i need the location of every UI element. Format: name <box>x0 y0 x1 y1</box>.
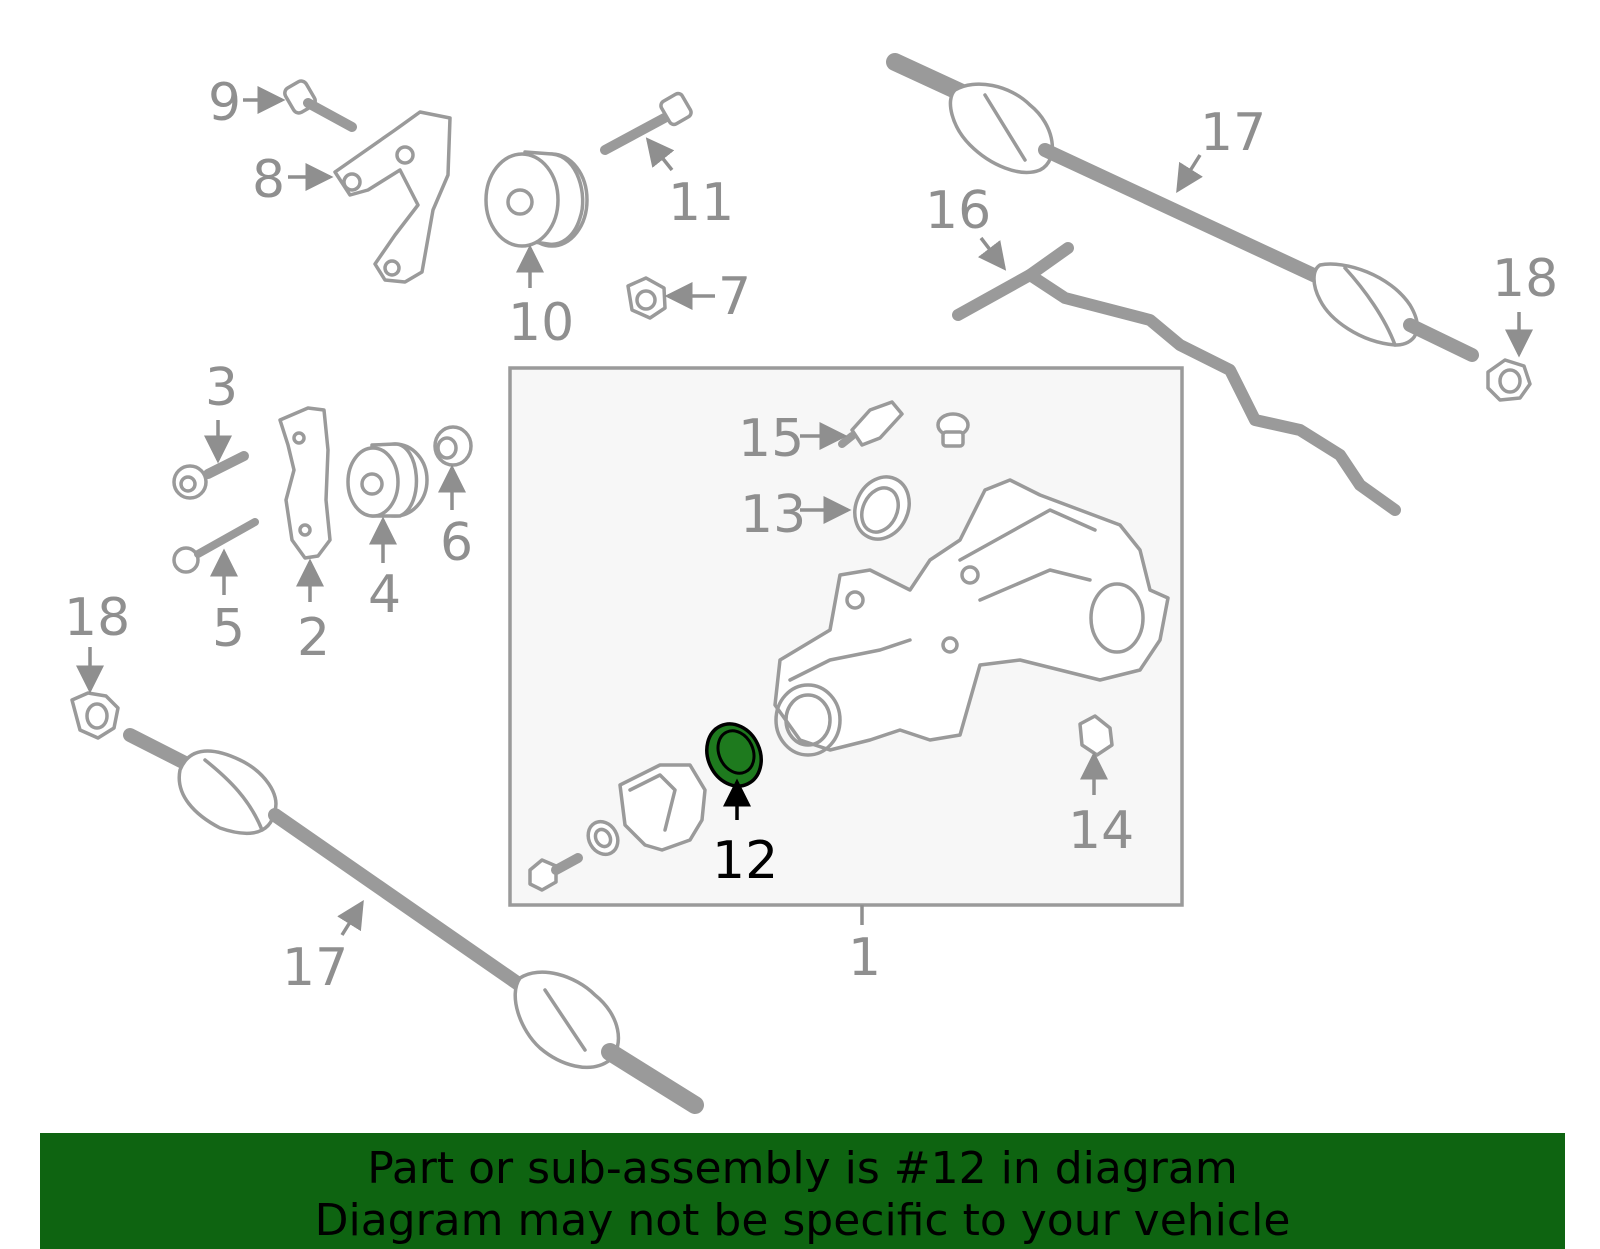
part-13-seal <box>853 475 911 541</box>
callout-1: 1 <box>848 928 881 988</box>
part-11-bolt <box>600 91 693 155</box>
part-10-bushing <box>484 150 589 248</box>
part-12-seal-highlighted <box>705 722 763 788</box>
part-17-axle-right <box>886 53 1479 362</box>
callout-13: 13 <box>740 485 806 545</box>
callout-10: 10 <box>508 293 574 353</box>
part-5-bolt <box>172 518 259 574</box>
callout-17-left: 17 <box>282 938 348 998</box>
part-3-bolt <box>172 451 249 500</box>
callout-7: 7 <box>718 267 751 327</box>
callout-16: 16 <box>925 181 991 241</box>
part-2-bracket <box>278 406 332 560</box>
part-flange <box>618 763 707 852</box>
callout-3: 3 <box>205 358 238 418</box>
part-bolt-small <box>528 853 583 892</box>
callout-8: 8 <box>252 150 285 210</box>
part-18-nut-right <box>1486 358 1532 402</box>
part-16-vent-tube <box>952 242 1401 516</box>
info-banner: Part or sub-assembly is #12 in diagram D… <box>40 1133 1565 1249</box>
callout-15: 15 <box>738 409 804 469</box>
callout-11: 11 <box>668 173 734 233</box>
callout-14: 14 <box>1068 801 1134 861</box>
part-14-plug <box>1078 714 1114 757</box>
callout-12: 12 <box>712 831 778 891</box>
banner-line-1: Part or sub-assembly is #12 in diagram <box>367 1143 1238 1194</box>
banner-line-2: Diagram may not be specific to your vehi… <box>314 1195 1291 1246</box>
part-6-washer <box>433 425 473 467</box>
part-7-nut <box>626 276 667 320</box>
callout-2: 2 <box>297 608 330 668</box>
leader-lines <box>76 86 1533 936</box>
part-9-bolt <box>283 79 357 132</box>
callout-18-right: 18 <box>1492 249 1558 309</box>
part-17-axle-left <box>123 728 704 1114</box>
callout-5: 5 <box>212 599 245 659</box>
part-18-nut-left <box>70 691 120 740</box>
callout-9: 9 <box>208 73 241 133</box>
callout-17-right: 17 <box>1200 103 1266 163</box>
part-washer-small <box>586 819 620 857</box>
part-8-bracket <box>333 110 452 284</box>
part-plug <box>936 412 970 448</box>
part-4-bushing <box>346 442 429 518</box>
callout-6: 6 <box>440 513 473 573</box>
callout-4: 4 <box>368 565 401 625</box>
part-1-differential <box>773 478 1170 757</box>
callout-18-left: 18 <box>64 588 130 648</box>
